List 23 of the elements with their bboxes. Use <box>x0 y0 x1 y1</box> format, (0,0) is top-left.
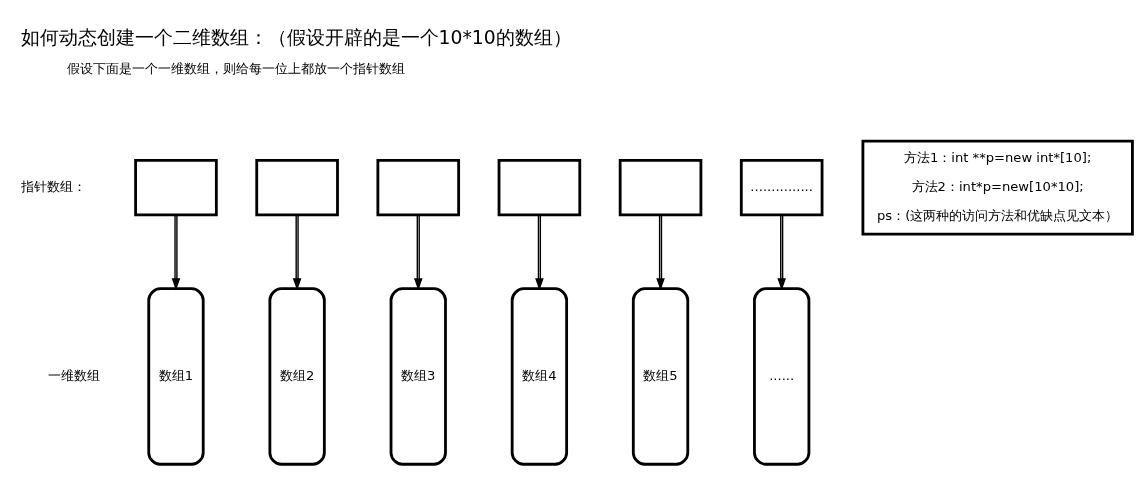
label: 假设下面是一个一维数组，则给每一位上都放一个指针数组 <box>67 60 406 76</box>
arrow <box>656 213 665 291</box>
node-box <box>134 158 218 216</box>
node-box: 数组3 <box>389 286 447 466</box>
label: 指针数组： <box>21 178 87 194</box>
arrow <box>777 213 786 291</box>
arrow <box>292 213 302 291</box>
node-box <box>618 158 703 216</box>
node-box <box>376 158 461 216</box>
node-box <box>255 158 339 216</box>
arrow <box>413 213 423 291</box>
node-box: 数组2 <box>268 286 326 466</box>
arrow <box>171 213 181 291</box>
node-box: ............... <box>739 158 824 216</box>
node-box: ...... <box>753 286 811 466</box>
node-box: 数组1 <box>147 286 205 466</box>
node-box: 数组5 <box>631 286 690 466</box>
label: 一维数组 <box>47 367 100 383</box>
arrow <box>535 213 544 291</box>
node-box: 数组4 <box>510 286 569 466</box>
diagram-title: 如何动态创建一个二维数组：（假设开辟的是一个10*10的数组） <box>20 26 572 48</box>
node-box: 方法1：int **p=new int*[10]; 方法2：int*p=new[10*10]; ps：(这两种的访问方法和优缺点见文本） <box>861 139 1134 236</box>
node-box <box>497 158 582 216</box>
